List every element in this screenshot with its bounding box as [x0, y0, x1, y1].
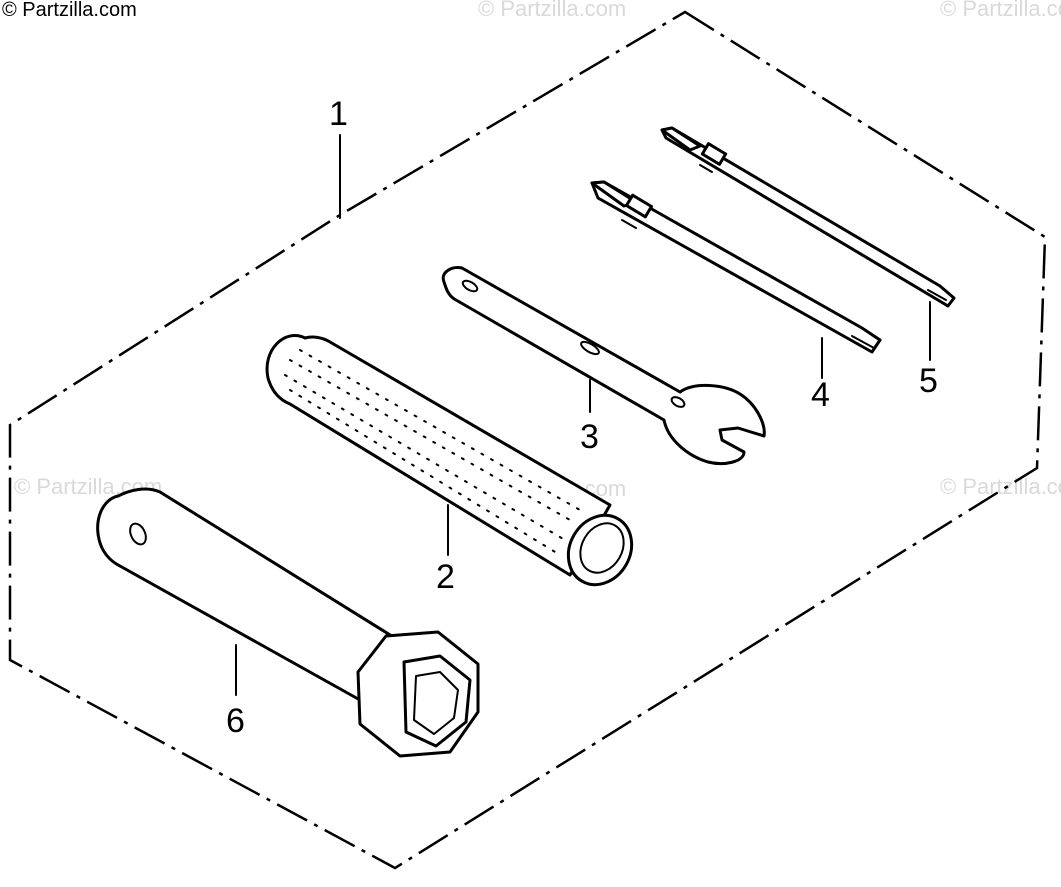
tool-pipe	[265, 334, 634, 587]
screwdriver-small	[590, 180, 882, 354]
copyright-notice: © Partzilla.com	[2, 0, 137, 21]
kit-boundary	[8, 10, 1047, 870]
callout-4: 4	[811, 376, 830, 414]
watermark-top-center: © Partzilla.com	[478, 0, 627, 21]
callout-2: 2	[436, 558, 455, 596]
callout-1: 1	[329, 95, 348, 133]
spark-plug-wrench	[96, 487, 480, 758]
callout-3: 3	[580, 418, 599, 456]
watermark-top-right: © Partzilla.com	[940, 0, 1061, 21]
callout-6: 6	[226, 702, 245, 740]
watermark-mid-right: © Partzilla.com	[940, 474, 1061, 499]
open-end-wrench	[441, 266, 766, 466]
screwdriver-large	[660, 126, 956, 308]
callout-5: 5	[919, 362, 938, 400]
